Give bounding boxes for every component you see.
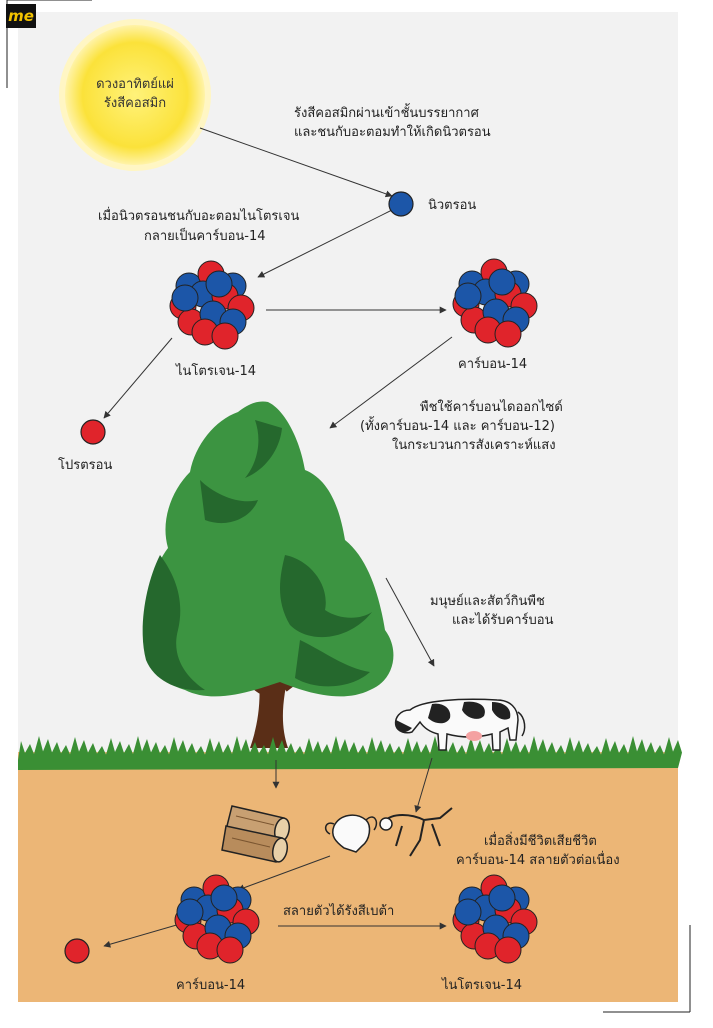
cow-udder: [466, 731, 482, 741]
sun: [65, 25, 205, 165]
cow-spot-3: [492, 702, 511, 720]
label-collide-line2: กลายเป็นคาร์บอน-14: [144, 229, 266, 244]
nitrogen14-nucleus-top: [169, 260, 255, 350]
skull-horns: [324, 816, 378, 835]
neutron-ball: [205, 270, 233, 298]
tree-shadow-bottom: [295, 640, 370, 687]
soil: [18, 752, 678, 1002]
proton-particle-bottom: [64, 938, 90, 964]
cow-head-spot: [395, 720, 412, 733]
logs: [221, 805, 291, 863]
proton-ball: [216, 936, 244, 964]
me-logo: me: [6, 4, 36, 28]
skull: [332, 814, 371, 853]
label-cosmic-line1: รังสีคอสมิกผ่านเข้าชั้นบรรยากาศ: [294, 106, 479, 121]
neutron-ball: [454, 898, 482, 926]
tree-shadow-middle: [280, 555, 372, 638]
tree: [142, 401, 394, 748]
cow-spot-2: [462, 701, 485, 719]
animal-bones: [324, 807, 453, 857]
proton-ball: [211, 322, 239, 350]
neutron-ball: [176, 898, 204, 926]
log-grain: [231, 815, 275, 848]
arrow-cosmic-to-neutron: [199, 127, 393, 198]
label-plants-line3: ในกระบวนการสังเคราะห์แสง: [392, 438, 556, 453]
neutron-ball: [488, 268, 516, 296]
log-bottom: [221, 825, 283, 863]
neutron-particle: [388, 191, 414, 217]
carbon14-nucleus-top: [452, 258, 538, 348]
sun-label-line2: รังสีคอสมิก: [103, 96, 167, 111]
label-dead-line2: คาร์บอน-14 สลายตัวต่อเนื่อง: [456, 853, 620, 868]
label-eat-line1: มนุษย์และสัตว์กินพืช: [430, 594, 545, 609]
proton-particle-top: [80, 419, 106, 445]
label-nitrogen14-top: ไนโตรเจน-14: [176, 364, 257, 379]
proton-ball: [494, 320, 522, 348]
carbon14-nucleus-bottom: [174, 874, 260, 964]
arrow-remains-to-carbon: [237, 855, 331, 892]
bone-head: [379, 817, 393, 831]
arrow-to-proton-bottom: [103, 923, 181, 948]
neutron-ball: [488, 884, 516, 912]
label-plants-line1: พืชใช้คาร์บอนไดออกไซด์: [420, 400, 563, 415]
arrow-to-proton: [103, 337, 173, 419]
cow-tail: [517, 711, 526, 737]
tree-shadow-upper: [200, 480, 258, 524]
arrow-cow-to-bones: [414, 757, 433, 813]
label-plants-line2: (ทั้งคาร์บอน-14 และ คาร์บอน-12): [360, 419, 555, 434]
label-proton-top: โปรตรอน: [58, 458, 113, 473]
label-cosmic-line2: และชนกับอะตอมทำให้เกิดนิวตรอน: [294, 125, 491, 140]
grass: [18, 736, 682, 770]
label-beta-decay: สลายตัวได้รังสีเบต้า: [283, 904, 395, 919]
arrow-to-cow: [385, 577, 435, 667]
neutron-ball: [454, 282, 482, 310]
label-carbon14-top: คาร์บอน-14: [458, 357, 528, 372]
bones: [383, 807, 453, 857]
log-bottom-end: [271, 837, 289, 863]
label-neutron: นิวตรอน: [428, 198, 477, 213]
label-eat-line2: และได้รับคาร์บอน: [452, 613, 554, 628]
label-collide-line1: เมื่อนิวตรอนชนกับอะตอมไนโตรเจน: [98, 209, 300, 224]
tree-shadow-left: [142, 555, 205, 691]
proton-ball: [494, 936, 522, 964]
arrow-neutron-to-nitrogen: [257, 209, 393, 278]
sun-label: ดวงอาทิตย์แผ่ รังสีคอสมิก: [80, 75, 190, 113]
nitrogen14-nucleus-bottom: [452, 874, 538, 964]
label-dead-line1: เมื่อสิ่งมีชีวิตเสียชีวิต: [484, 834, 597, 849]
arrow-carbon-to-plants: [329, 336, 453, 429]
label-nitrogen14-bottom: ไนโตรเจน-14: [442, 978, 523, 993]
neutron-ball: [171, 284, 199, 312]
arrows: [103, 127, 453, 948]
tree-shadow-top: [245, 420, 282, 478]
neutron-ball: [210, 884, 238, 912]
label-carbon14-bottom: คาร์บอน-14: [176, 978, 246, 993]
sun-label-line1: ดวงอาทิตย์แผ่: [96, 77, 174, 92]
cow-spot-1: [428, 703, 451, 724]
cow: [394, 698, 526, 751]
